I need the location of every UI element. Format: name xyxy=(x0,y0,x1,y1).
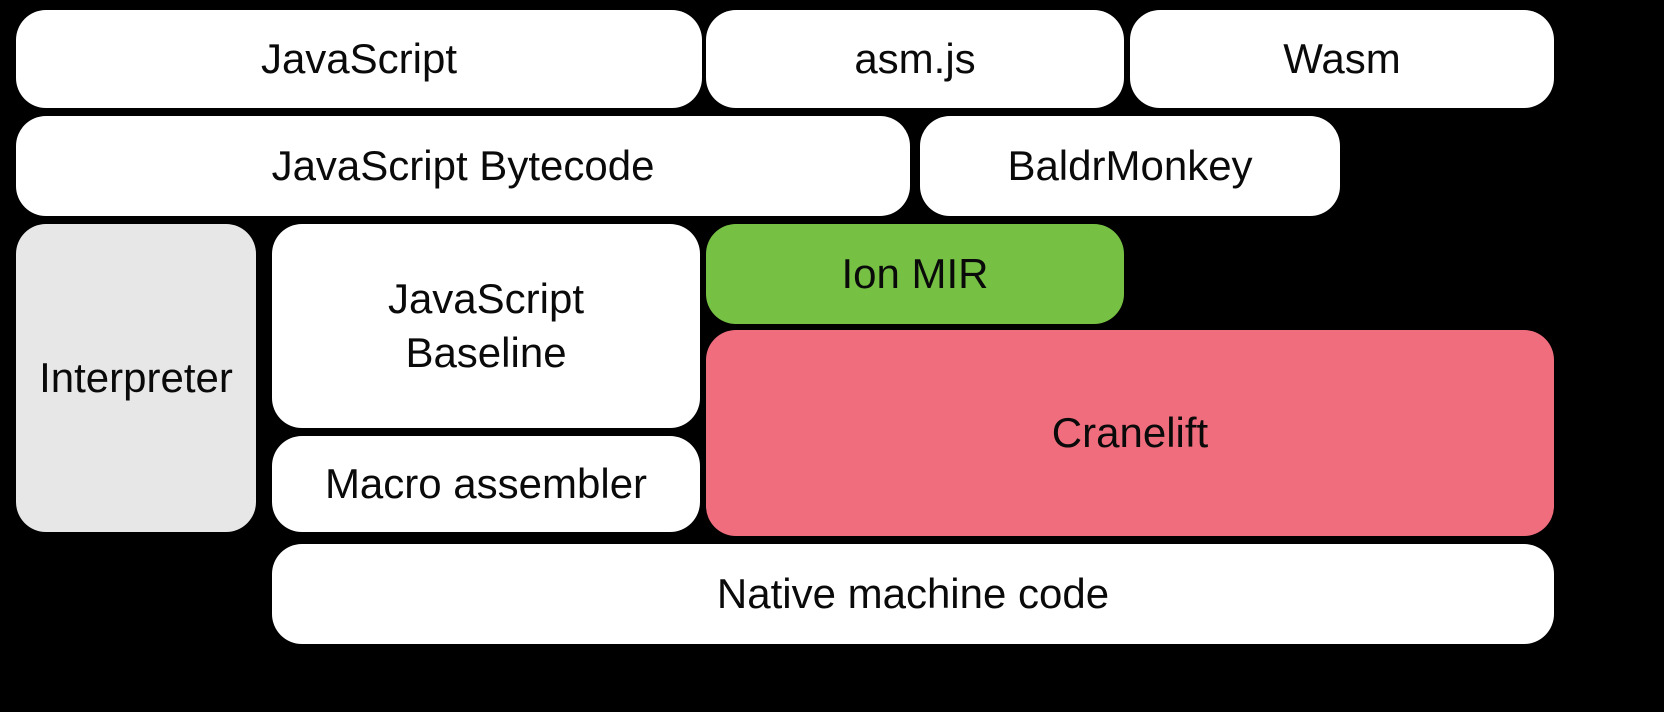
box-asmjs-label: asm.js xyxy=(854,35,976,83)
box-macro-assembler: Macro assembler xyxy=(272,436,700,532)
box-baldrmonkey: BaldrMonkey xyxy=(920,116,1340,216)
box-native-machine-code: Native machine code xyxy=(272,544,1554,644)
box-javascript-baseline: JavaScript Baseline xyxy=(272,224,700,428)
box-macro-assembler-label: Macro assembler xyxy=(324,460,648,508)
box-javascript-bytecode-label: JavaScript Bytecode xyxy=(271,142,655,190)
box-javascript-baseline-label: JavaScript Baseline xyxy=(387,275,585,376)
box-javascript: JavaScript xyxy=(16,10,702,108)
box-cranelift: Cranelift xyxy=(706,330,1554,536)
box-ion-mir-label: Ion MIR xyxy=(841,250,989,298)
box-ion-mir: Ion MIR xyxy=(706,224,1124,324)
box-javascript-label: JavaScript xyxy=(260,35,458,83)
box-wasm: Wasm xyxy=(1130,10,1554,108)
box-javascript-bytecode: JavaScript Bytecode xyxy=(16,116,910,216)
box-cranelift-label: Cranelift xyxy=(1051,409,1209,457)
box-wasm-label: Wasm xyxy=(1283,35,1401,83)
box-native-machine-code-label: Native machine code xyxy=(716,570,1110,618)
box-interpreter: Interpreter xyxy=(16,224,256,532)
box-baldrmonkey-label: BaldrMonkey xyxy=(1007,142,1253,190)
box-asmjs: asm.js xyxy=(706,10,1124,108)
box-interpreter-label: Interpreter xyxy=(39,354,233,402)
